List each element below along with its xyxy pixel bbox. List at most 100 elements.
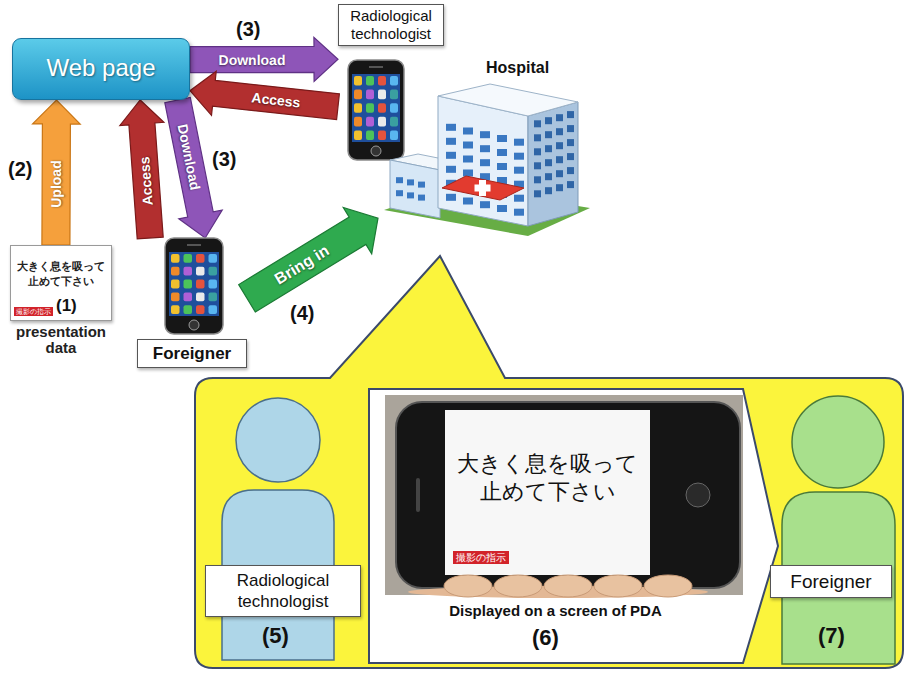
app-icon [184,305,193,314]
window [480,131,490,138]
window [545,187,552,194]
app-icon [196,254,205,263]
arrow-label: Upload [48,161,64,209]
block-arrow [190,71,339,119]
hospital: Hospital [378,58,593,236]
arrow-label: Download [219,51,286,67]
phone-body [348,60,404,160]
phone-icon [165,238,223,334]
pda-screen [445,410,650,575]
window [545,131,552,138]
slide-tag: 撮影の指示 [453,551,509,564]
entrance-canopy [442,176,524,200]
app-icon [171,254,180,263]
window [556,142,563,149]
app-icon [184,280,193,289]
window [446,194,456,201]
app-icon [171,267,180,276]
app-icon [354,117,362,127]
app-icon [378,117,386,127]
window [514,167,524,174]
window [446,166,456,173]
window [556,156,563,163]
phone-button [189,320,199,330]
finger [444,575,492,597]
window [446,124,456,131]
app-icon [354,103,362,113]
app-icon [209,305,218,314]
window [534,120,541,127]
callout-number: (5) [262,624,289,648]
window [407,179,414,185]
window [567,111,574,118]
block-arrow [239,208,378,313]
finger [494,575,542,597]
person-head [792,396,884,488]
slide-text: 大きく息を吸って 止めて下さい [12,259,110,289]
window [497,149,507,156]
app-icon [366,117,374,127]
app-icon [196,280,205,289]
role-label: Radiological technologist [206,566,360,616]
node-title: Web page [13,53,189,83]
app-icon [171,305,180,314]
window [407,192,414,198]
window [534,148,541,155]
callout-number: (1) [56,296,77,315]
app-icon [390,103,398,113]
phone-speaker [369,66,383,68]
window [446,138,456,145]
callout-number: (4) [290,302,314,324]
window [514,139,524,146]
wing-face [390,160,440,218]
app-icon [390,130,398,140]
node-caption: Displayed on a screen of PDA [368,602,743,620]
phone-button [371,146,381,156]
app-icon [390,117,398,127]
role-label: Foreigner [771,566,891,597]
phone-screen [352,74,400,142]
callout-number: (7) [818,624,845,648]
window [514,153,524,160]
role-label: Radiological technologist [338,4,444,46]
window [567,181,574,188]
role-label: Foreigner [137,339,247,368]
window [545,159,552,166]
block-arrow [120,100,164,239]
phone-screen [169,252,219,316]
window [497,135,507,142]
app-icon [366,90,374,100]
window [463,142,473,149]
finger [544,575,592,597]
callout-region [195,256,903,668]
app-icon [171,280,180,289]
window [418,195,425,201]
window [545,145,552,152]
tower-roof [438,84,578,116]
pda-panel-art [368,388,780,664]
pda-button [686,483,710,507]
photo-ground [385,395,743,595]
window [567,153,574,160]
hospital-building [384,84,590,236]
window [463,170,473,177]
window [497,205,507,212]
app-icon [209,254,218,263]
window [480,159,490,166]
window [396,177,403,183]
app-icon [378,76,386,86]
app-icon [184,292,193,301]
app-icon [196,292,205,301]
window [534,162,541,169]
app-icon [196,305,205,314]
window [556,184,563,191]
window [556,114,563,121]
callout-number: (3) [236,18,260,40]
window [567,139,574,146]
window [534,176,541,183]
window [567,167,574,174]
app-icon [209,280,218,289]
finger [594,575,642,597]
app-icon [171,292,180,301]
window [463,128,473,135]
